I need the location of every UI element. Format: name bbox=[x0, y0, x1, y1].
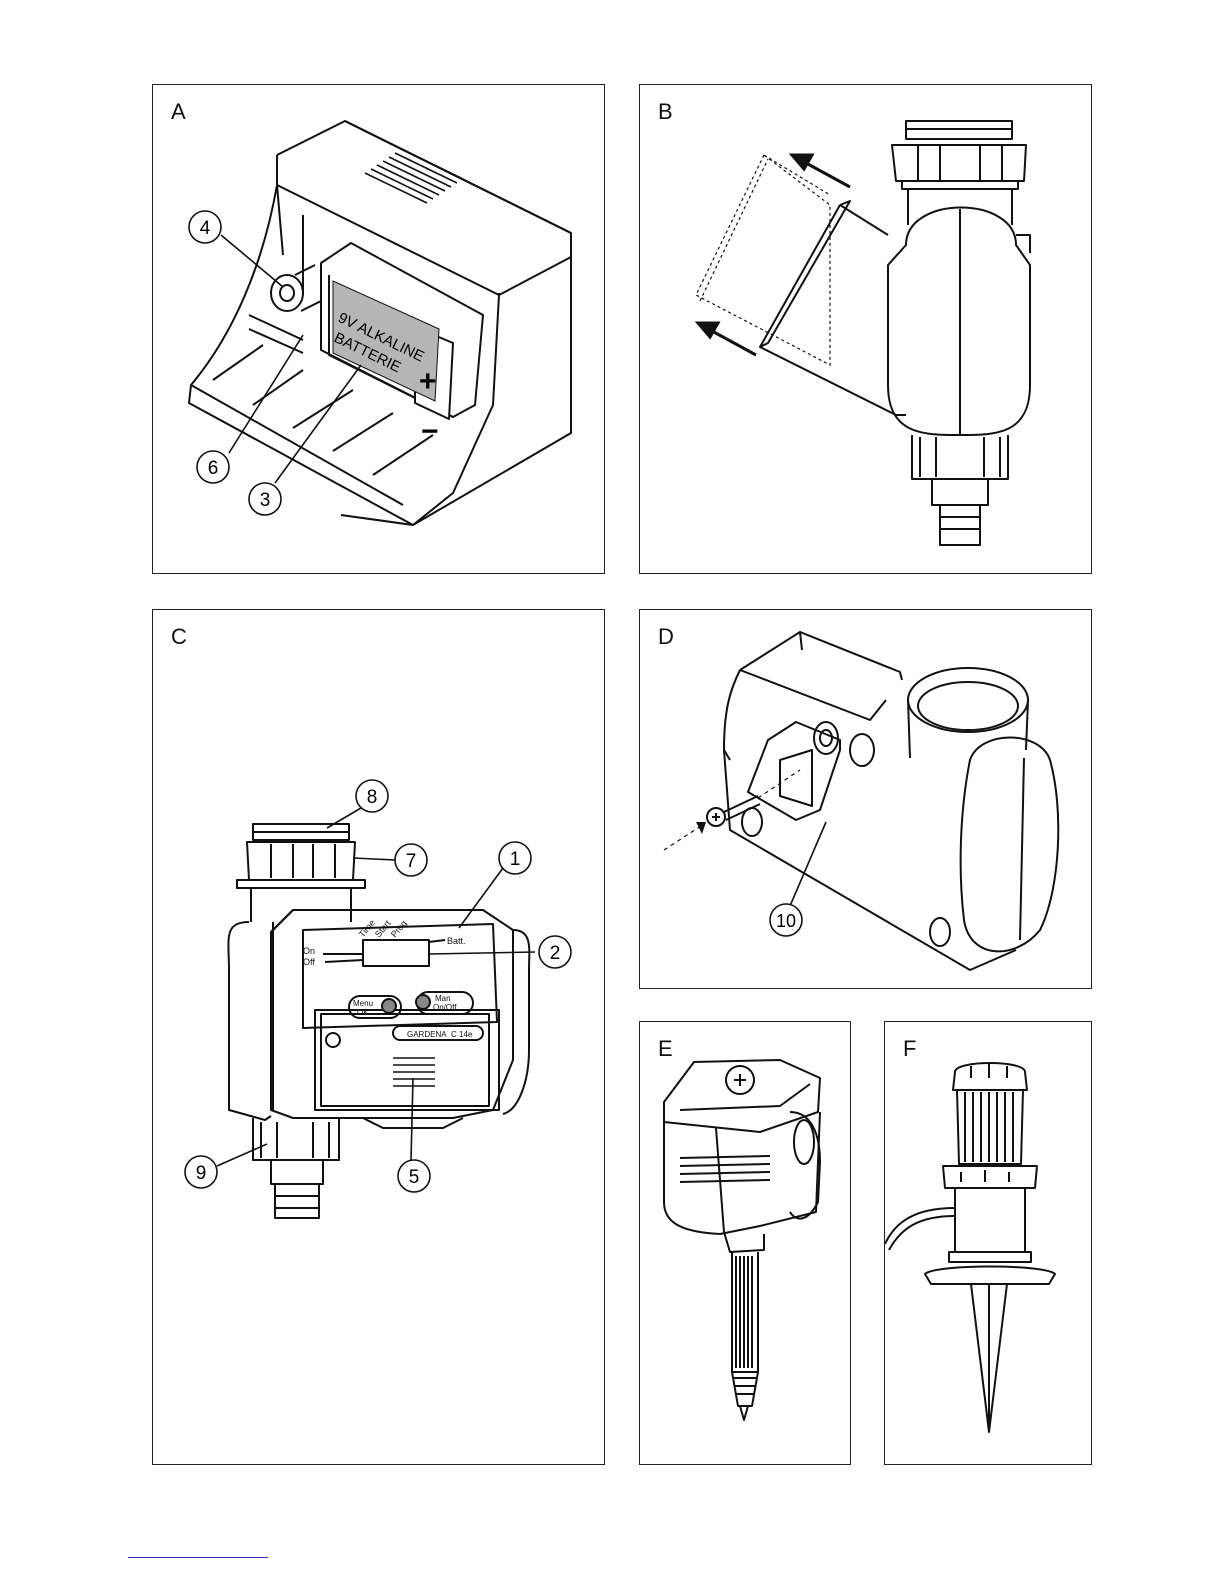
wall-mount-illustration: 10 bbox=[640, 610, 1091, 988]
callout-7: 7 bbox=[406, 851, 417, 872]
callout-4: 4 bbox=[200, 218, 211, 239]
callout-5: 5 bbox=[409, 1167, 420, 1188]
callout-2: 2 bbox=[550, 943, 561, 964]
panel-b: B bbox=[639, 84, 1092, 574]
callout-3: 3 bbox=[260, 490, 271, 511]
button-ok-label: OK bbox=[357, 1008, 369, 1017]
display-label-off: Off bbox=[303, 957, 315, 967]
button-man-label: Man bbox=[435, 994, 451, 1003]
brand-label: GARDENA bbox=[407, 1030, 447, 1039]
button-menu-label: Menu bbox=[353, 999, 373, 1008]
water-computer-illustration: Time Start Prog Batt. On Off Menu OK Man… bbox=[153, 610, 604, 1464]
battery-compartment-illustration: 9V ALKALINE BATTERIE + − 4 6 3 bbox=[153, 85, 604, 573]
panel-c: C bbox=[152, 609, 605, 1465]
panel-e: E bbox=[639, 1021, 851, 1465]
display-label-on: On bbox=[303, 946, 315, 956]
panel-d: D bbox=[639, 609, 1092, 989]
model-label: C 14e bbox=[451, 1030, 473, 1039]
plus-sign: + bbox=[419, 365, 437, 398]
cover-removal-illustration bbox=[640, 85, 1091, 573]
display-label-start: Start bbox=[373, 918, 393, 939]
callout-8: 8 bbox=[367, 787, 378, 808]
display-label-batt: Batt. bbox=[447, 936, 466, 946]
callout-10: 10 bbox=[776, 911, 796, 931]
callout-6: 6 bbox=[208, 458, 219, 479]
button-onoff-label: On/Off bbox=[433, 1003, 457, 1012]
rain-sensor-illustration bbox=[885, 1022, 1091, 1464]
callout-9: 9 bbox=[196, 1163, 207, 1184]
footer-link-underline[interactable] bbox=[128, 1557, 268, 1558]
display-label-prog: Prog bbox=[389, 918, 409, 939]
soil-moisture-sensor-illustration bbox=[640, 1022, 850, 1464]
callout-1: 1 bbox=[510, 849, 521, 870]
minus-sign: − bbox=[421, 415, 439, 448]
panel-a: A 9 bbox=[152, 84, 605, 574]
panel-f: F bbox=[884, 1021, 1092, 1465]
